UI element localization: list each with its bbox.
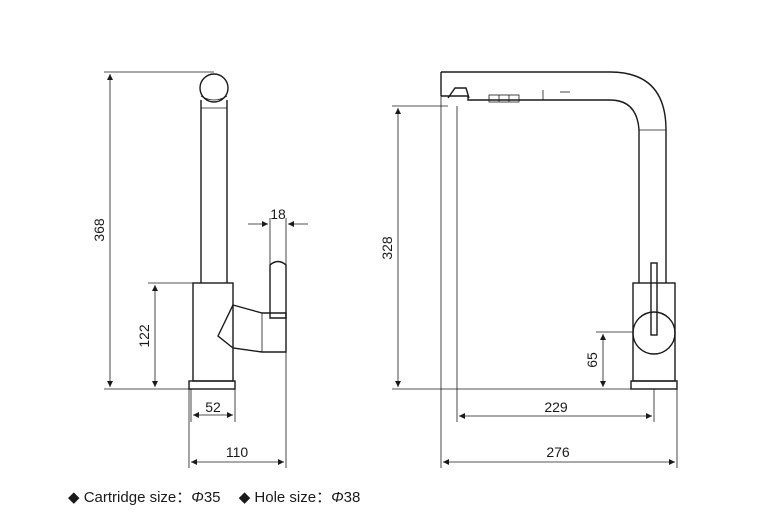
dim-label-368: 368 [91, 218, 107, 242]
dimension-65: 65 [584, 331, 633, 387]
dimension-328: 328 [379, 105, 631, 390]
hole-value: 38 [343, 489, 361, 506]
diamond-bullet-icon: ◆ [238, 489, 251, 506]
dim-label-276: 276 [546, 444, 570, 460]
diameter-symbol: Φ [331, 489, 344, 506]
hole-spec: ◆ Hole size：Φ38 [239, 489, 361, 506]
dim-label-328: 328 [379, 236, 395, 260]
dimension-122: 122 [136, 282, 193, 387]
dim-label-110: 110 [226, 444, 249, 460]
dim-label-65: 65 [584, 352, 600, 368]
dimension-229: 229 [456, 106, 655, 422]
diamond-bullet-icon: ◆ [68, 489, 80, 506]
dim-label-229: 229 [544, 399, 568, 415]
cartridge-value: 35 [203, 489, 221, 506]
dimension-368: 368 [91, 71, 214, 390]
cartridge-label: Cartridge size： [83, 489, 192, 506]
dimension-110: 110 [188, 352, 287, 468]
spec-line: ◆ Cartridge size：Φ35 ◆ Hole size：Φ38 [68, 486, 374, 507]
dimension-52: 52 [190, 389, 236, 422]
dim-label-122: 122 [136, 324, 152, 348]
diameter-symbol: Φ [191, 489, 204, 506]
dim-label-52: 52 [205, 399, 221, 415]
dimension-18: 18 [248, 206, 308, 265]
cartridge-spec: ◆ Cartridge size：Φ35 [68, 489, 225, 506]
side-view-faucet [188, 73, 287, 390]
dim-label-18: 18 [270, 206, 286, 222]
hole-label: Hole size： [254, 489, 332, 506]
dimension-276: 276 [440, 96, 678, 468]
front-view-faucet [440, 71, 678, 390]
